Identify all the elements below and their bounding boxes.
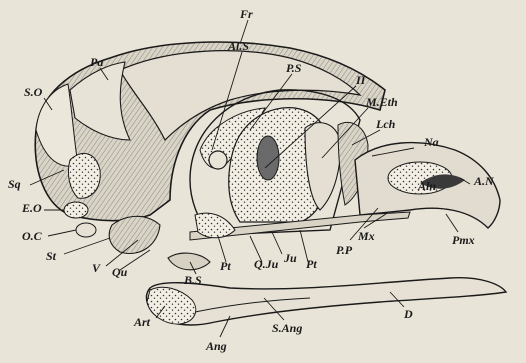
label-qju: Q.Ju [254, 257, 279, 271]
label-d: D [403, 307, 413, 321]
label-oc: O.C [22, 229, 43, 243]
label-pa: Pa [90, 55, 103, 69]
label-pp: P.P [336, 243, 353, 257]
optic-nerve-foramen [209, 151, 227, 169]
exoccipital [64, 202, 88, 218]
pterygoid [195, 213, 235, 238]
label-qu: Qu [112, 265, 128, 279]
label-st: St [46, 249, 57, 263]
squamosal [68, 153, 100, 198]
label-fr: Fr [239, 7, 253, 21]
label-art: Art [133, 315, 151, 329]
label-sq: Sq [8, 177, 21, 191]
label-pmx: Pmx [452, 233, 475, 247]
label-ii: II [355, 73, 367, 87]
label-aln: Aln [417, 179, 436, 193]
label-pt-2: Pt [306, 257, 317, 271]
occipital-condyle [76, 223, 96, 237]
label-pt-1: Pt [220, 259, 231, 273]
label-v: V [92, 261, 101, 275]
label-als: Al.S [227, 39, 249, 53]
label-ang: Ang [205, 339, 227, 353]
label-meth: M.Eth [365, 95, 398, 109]
label-na: Na [423, 135, 439, 149]
label-ju: Ju [283, 251, 297, 265]
label-eo: E.O [21, 201, 42, 215]
quadrate [109, 216, 160, 253]
label-bs: B.S [183, 273, 202, 287]
label-lch: Lch [375, 117, 396, 131]
basisphenoid [168, 253, 210, 270]
label-sang: S.Ang [272, 321, 302, 335]
label-ps: P.S [286, 61, 302, 75]
label-an: A.N [473, 174, 495, 188]
label-mx: Mx [357, 229, 375, 243]
label-so: S.O [24, 85, 43, 99]
